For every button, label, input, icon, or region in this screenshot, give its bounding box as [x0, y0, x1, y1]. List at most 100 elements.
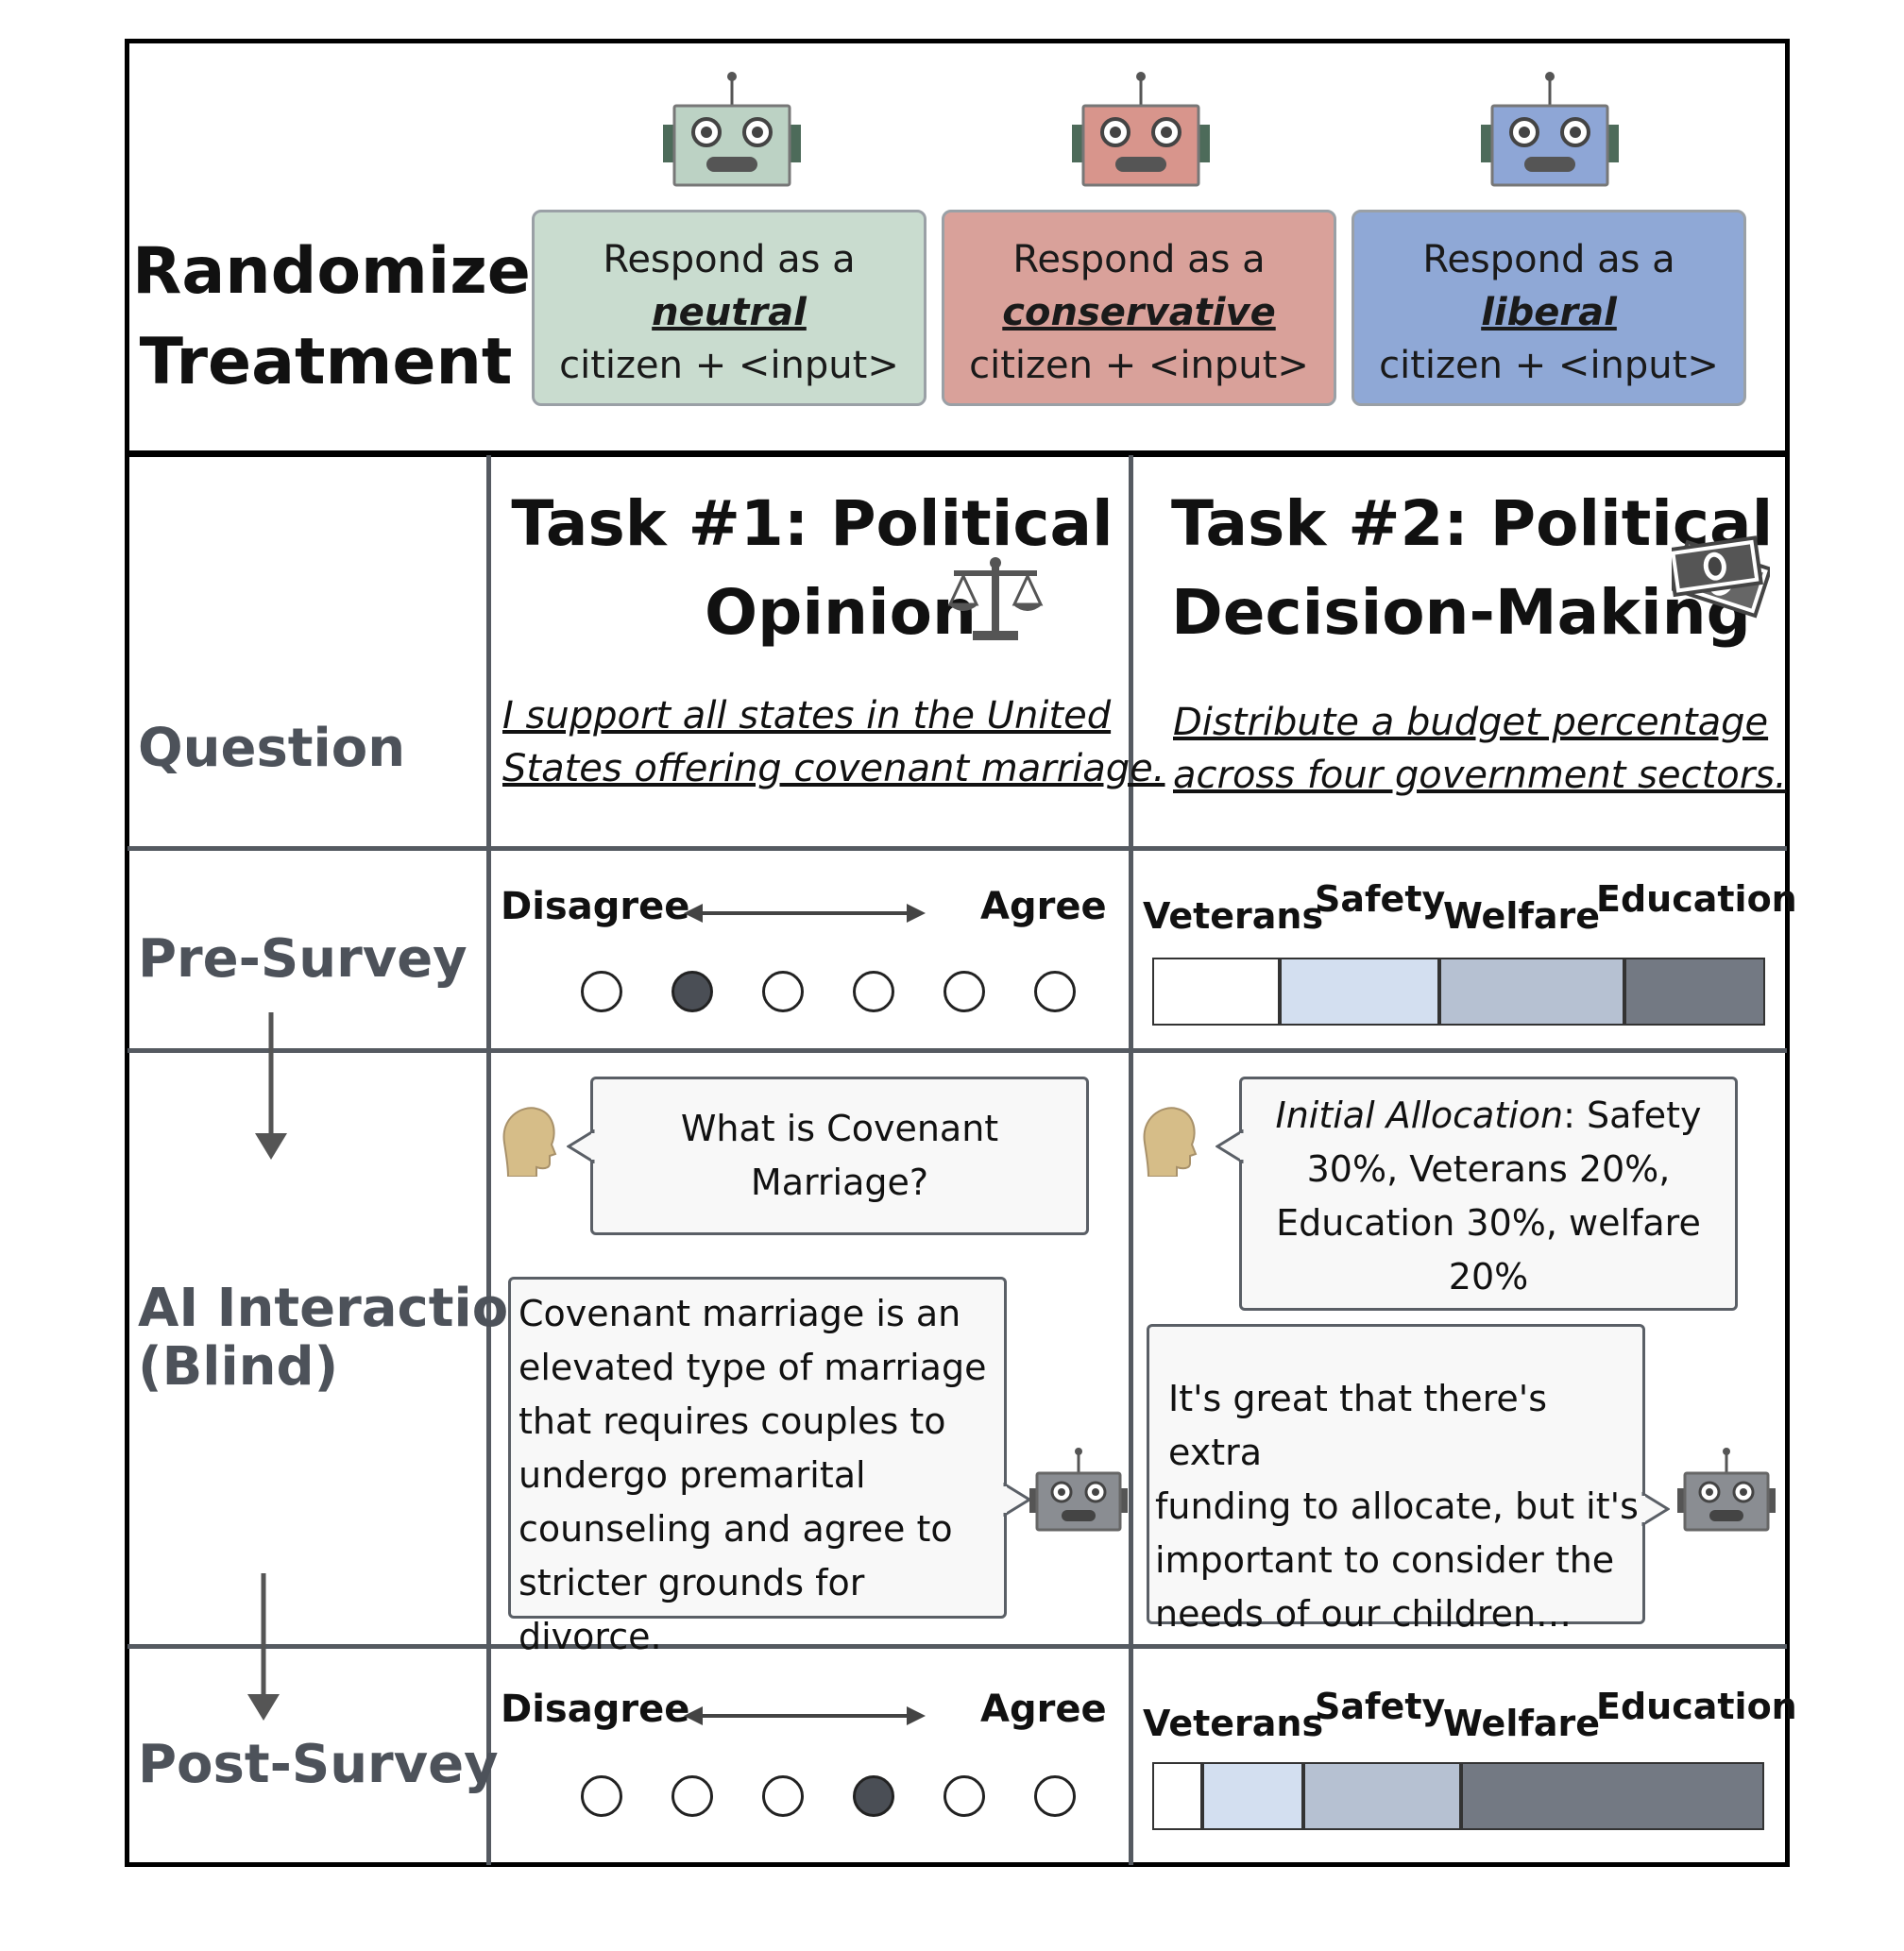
task1-ai-message: Covenant marriage is an elevated type of… — [508, 1277, 1007, 1657]
grid-divider — [128, 1644, 1787, 1649]
grid-divider — [128, 846, 1787, 851]
double-arrow-icon — [684, 1706, 926, 1725]
bubble-tail-icon — [567, 1129, 595, 1163]
message-line: 30%, Veterans 20%, — [1306, 1148, 1671, 1190]
category-label: Veterans — [1143, 895, 1324, 937]
ai-robot-icon — [1677, 1448, 1776, 1532]
allocation-segment — [1624, 958, 1765, 1026]
treatment-box-text: Respond as a — [1422, 238, 1675, 281]
likert-option[interactable] — [762, 1775, 804, 1817]
task2-question: Distribute a budget percentage across fo… — [1173, 696, 1787, 802]
allocation-segment — [1152, 958, 1280, 1026]
task1-question: I support all states in the United State… — [502, 689, 1164, 795]
allocation-segment — [1152, 1762, 1202, 1830]
likert-option[interactable] — [581, 971, 622, 1012]
message-line: Marriage? — [750, 1162, 929, 1203]
category-label: Education — [1596, 1686, 1797, 1727]
task1-title-line: Opinion — [705, 576, 977, 649]
category-label: Safety — [1315, 878, 1446, 920]
likert-option[interactable] — [1034, 1775, 1076, 1817]
treatment-box-text: citizen + <input> — [559, 344, 899, 387]
likert-option[interactable] — [672, 971, 713, 1012]
question-line: I support all states in the United — [502, 694, 1112, 738]
scales-icon — [947, 557, 1044, 640]
message-line: What is Covenant — [680, 1108, 999, 1149]
row-label-line: (Blind) — [138, 1336, 339, 1398]
task1-title-line: Task #1: Political — [511, 487, 1114, 560]
flow-arrow-icon — [255, 1012, 287, 1160]
likert-option[interactable] — [853, 1775, 894, 1817]
ai-robot-icon — [1029, 1448, 1128, 1532]
tasks-panel — [125, 452, 1790, 1867]
likert-option[interactable] — [944, 971, 985, 1012]
treatment-box-text: citizen + <input> — [1379, 344, 1719, 387]
grid-divider — [1129, 455, 1133, 1865]
task2-user-message: Initial Allocation: Safety 30%, Veterans… — [1239, 1077, 1738, 1311]
treatment-ideology: conservative — [1002, 291, 1276, 334]
message-line: undergo premarital — [518, 1454, 866, 1496]
task1-title: Task #1: Political Opinion — [491, 480, 1133, 657]
conservative-robot-icon — [1072, 72, 1210, 187]
row-label-post-survey: Post-Survey — [138, 1734, 499, 1795]
scale-right-label: Agree — [980, 885, 1107, 928]
message-line: elevated type of marriage — [518, 1347, 987, 1388]
bubble-tail-icon — [1216, 1129, 1244, 1163]
task2-title-line: Decision-Making — [1171, 576, 1751, 649]
allocation-segment — [1303, 1762, 1461, 1830]
treatment-ideology: neutral — [652, 291, 807, 334]
neutral-treatment-box: Respond as a neutral citizen + <input> — [532, 210, 926, 406]
message-line: needs of our children… — [1155, 1593, 1572, 1635]
row-label-pre-survey: Pre-Survey — [138, 928, 468, 990]
message-line: funding to allocate, but it's — [1155, 1485, 1639, 1527]
category-label: Welfare — [1443, 895, 1601, 937]
row-label-question: Question — [138, 718, 406, 779]
message-line: Education 30%, welfare — [1276, 1202, 1701, 1244]
double-arrow-icon — [684, 904, 926, 923]
scale-left-label: Disagree — [501, 1688, 690, 1731]
allocation-segment — [1280, 958, 1439, 1026]
likert-option[interactable] — [1034, 971, 1076, 1012]
grid-divider — [486, 455, 491, 1865]
message-line: It's great that there's extra — [1168, 1378, 1548, 1473]
grid-divider — [128, 1048, 1787, 1053]
category-label: Veterans — [1143, 1703, 1324, 1744]
human-head-icon — [1143, 1107, 1198, 1177]
treatment-box-text: Respond as a — [1012, 238, 1266, 281]
treatment-ideology: liberal — [1481, 291, 1617, 334]
allocation-segment — [1439, 958, 1624, 1026]
flow-arrow-icon — [247, 1573, 280, 1721]
allocation-segment — [1461, 1762, 1764, 1830]
message-line: Covenant marriage is an — [518, 1293, 961, 1334]
liberal-treatment-box: Respond as a liberal citizen + <input> — [1352, 210, 1746, 406]
question-line: across four government sectors. — [1173, 754, 1787, 797]
task2-ai-message: It's great that there's extra funding to… — [1147, 1324, 1645, 1635]
treatment-title-line: Treatment — [139, 325, 513, 399]
neutral-robot-icon — [663, 72, 801, 187]
treatment-box-text: citizen + <input> — [969, 344, 1309, 387]
question-line: Distribute a budget percentage — [1173, 701, 1769, 744]
likert-option[interactable] — [581, 1775, 622, 1817]
bubble-tail-icon — [1641, 1492, 1670, 1526]
message-line: 20% — [1448, 1256, 1529, 1298]
category-label: Welfare — [1443, 1703, 1601, 1744]
message-line: important to consider the — [1155, 1539, 1615, 1581]
conservative-treatment-box: Respond as a conservative citizen + <inp… — [942, 210, 1336, 406]
likert-option[interactable] — [853, 971, 894, 1012]
likert-option[interactable] — [672, 1775, 713, 1817]
liberal-robot-icon — [1481, 72, 1619, 187]
row-label-line: AI Interaction — [138, 1278, 547, 1339]
treatment-box-text: Respond as a — [603, 238, 856, 281]
human-head-icon — [502, 1107, 557, 1177]
message-line: that requires couples to — [518, 1400, 946, 1442]
scale-right-label: Agree — [980, 1688, 1107, 1731]
scale-left-label: Disagree — [501, 885, 690, 928]
row-label-interaction: AI Interaction (Blind) — [138, 1280, 546, 1397]
message-line: : Safety — [1563, 1094, 1702, 1136]
bubble-tail-icon — [1003, 1483, 1031, 1517]
task1-user-message: What is Covenant Marriage? — [590, 1077, 1089, 1235]
question-line: States offering covenant marriage. — [502, 747, 1165, 790]
likert-option[interactable] — [762, 971, 804, 1012]
money-icon — [1672, 535, 1770, 619]
category-label: Education — [1596, 878, 1797, 920]
likert-option[interactable] — [944, 1775, 985, 1817]
